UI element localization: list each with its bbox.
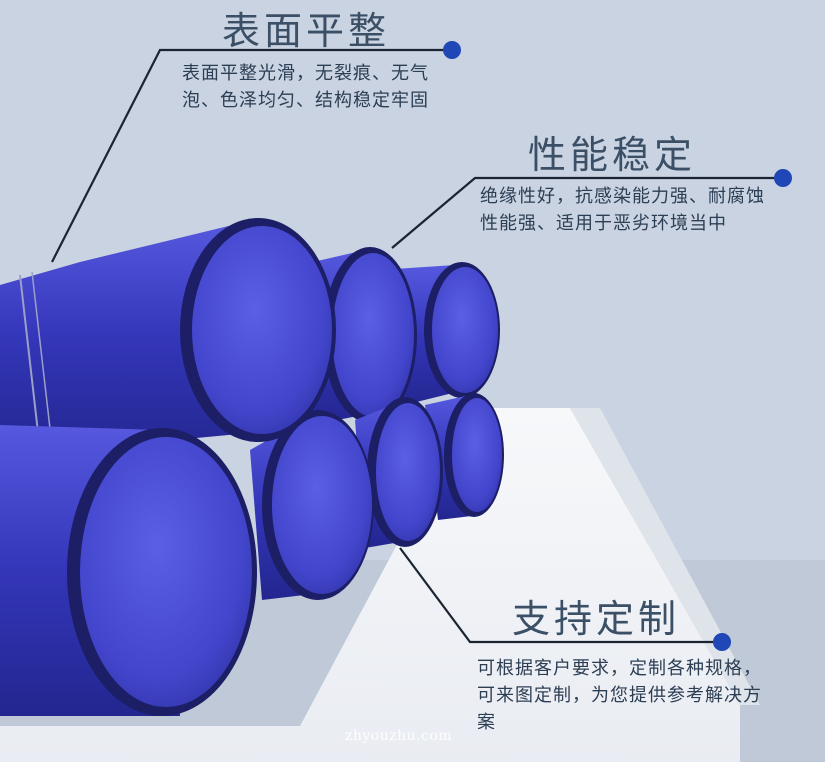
callout-line-1 xyxy=(51,48,452,263)
pipe-top-front xyxy=(0,218,336,456)
pipe-bottom-middle xyxy=(250,410,374,600)
feature-1-title: 表面平整 xyxy=(222,9,391,53)
feature-3-description: 可根据客户要求，定制各种规格，可来图定制，为您提供参考解决方案 xyxy=(477,658,762,733)
callout-dot-3 xyxy=(713,633,731,651)
feature-2-title: 性能稳定 xyxy=(528,133,697,177)
display-platform-side xyxy=(570,408,760,705)
pipe-bottom-front xyxy=(0,425,257,716)
feature-2-description: 绝缘性好，抗感染能力强、耐腐蚀性能强、适用于恶劣环境当中 xyxy=(480,186,765,234)
watermark: zhyouzhu.com xyxy=(345,728,453,744)
callout-line-3 xyxy=(399,547,722,644)
callout-dot-1 xyxy=(443,41,461,59)
feature-3-title: 支持定制 xyxy=(512,597,681,641)
callout-dot-2 xyxy=(774,169,792,187)
display-platform xyxy=(0,408,740,762)
pipe-bottom-right xyxy=(355,397,443,548)
feature-1-description: 表面平整光滑，无裂痕、无气泡、色泽均匀、结构稳定牢固 xyxy=(182,63,429,111)
callout-line-2 xyxy=(391,176,783,249)
